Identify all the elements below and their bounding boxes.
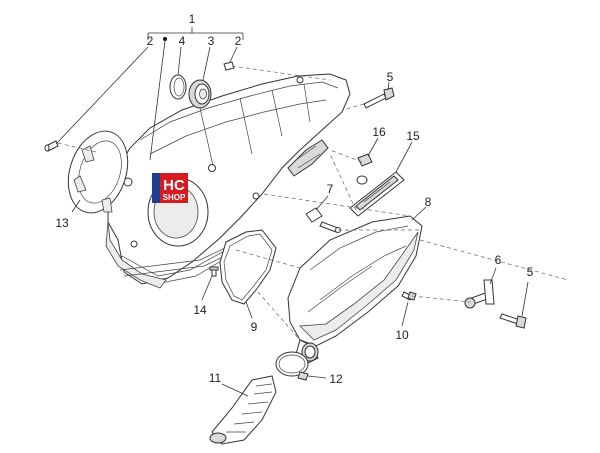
label-part-3: 3	[208, 34, 215, 48]
part-16-nut	[356, 137, 379, 185]
part-5-bolt-right	[499, 281, 529, 329]
label-part-10: 10	[395, 328, 409, 342]
part-15-badge-plate	[349, 141, 413, 217]
label-part-6: 6	[495, 253, 502, 267]
part-10-screw	[401, 291, 417, 327]
part-1-bracket	[147, 27, 244, 40]
pin-right	[223, 46, 238, 71]
label-part-1: 1	[189, 12, 196, 26]
part-labels: 1 2 4 3 2 5 16 15 7 8 13 6 5 14 9 10 11 …	[55, 12, 533, 386]
part-11-intake-bellow	[209, 375, 277, 445]
part-4-circlip	[169, 46, 187, 100]
label-part-5-right: 5	[527, 265, 534, 279]
part-14-screw	[201, 266, 219, 301]
part-6-bracket	[464, 267, 497, 309]
label-part-2-right: 2	[235, 34, 242, 48]
assembly-dashed-lines	[57, 65, 569, 341]
part-12-clamp	[275, 351, 327, 381]
pin-left	[44, 140, 59, 152]
hc-shop-logo: HC SHOP	[152, 173, 188, 203]
part-3-bearing	[188, 46, 212, 109]
crankcase-cover	[105, 73, 351, 289]
label-part-7: 7	[327, 182, 334, 196]
label-part-5-top: 5	[387, 70, 394, 84]
part-8-filter-housing	[287, 206, 427, 365]
logo-line-2: SHOP	[163, 193, 186, 202]
part-5-bolt-top	[363, 81, 395, 109]
label-part-13: 13	[55, 216, 69, 230]
label-part-8: 8	[425, 195, 432, 209]
label-part-15: 15	[406, 129, 420, 143]
leader-2a	[55, 46, 149, 145]
leader-dot	[149, 37, 167, 161]
logo-line-1: HC	[163, 177, 185, 194]
label-part-11: 11	[209, 371, 222, 385]
label-part-4: 4	[179, 34, 186, 48]
label-part-12: 12	[329, 372, 343, 386]
label-part-2-left: 2	[147, 34, 154, 48]
label-part-9: 9	[251, 320, 258, 334]
part-7-clip	[305, 195, 341, 233]
label-part-14: 14	[193, 303, 207, 317]
part-13-ring-cover	[67, 130, 129, 214]
label-part-16: 16	[372, 125, 386, 139]
part-9-gasket	[219, 229, 277, 319]
